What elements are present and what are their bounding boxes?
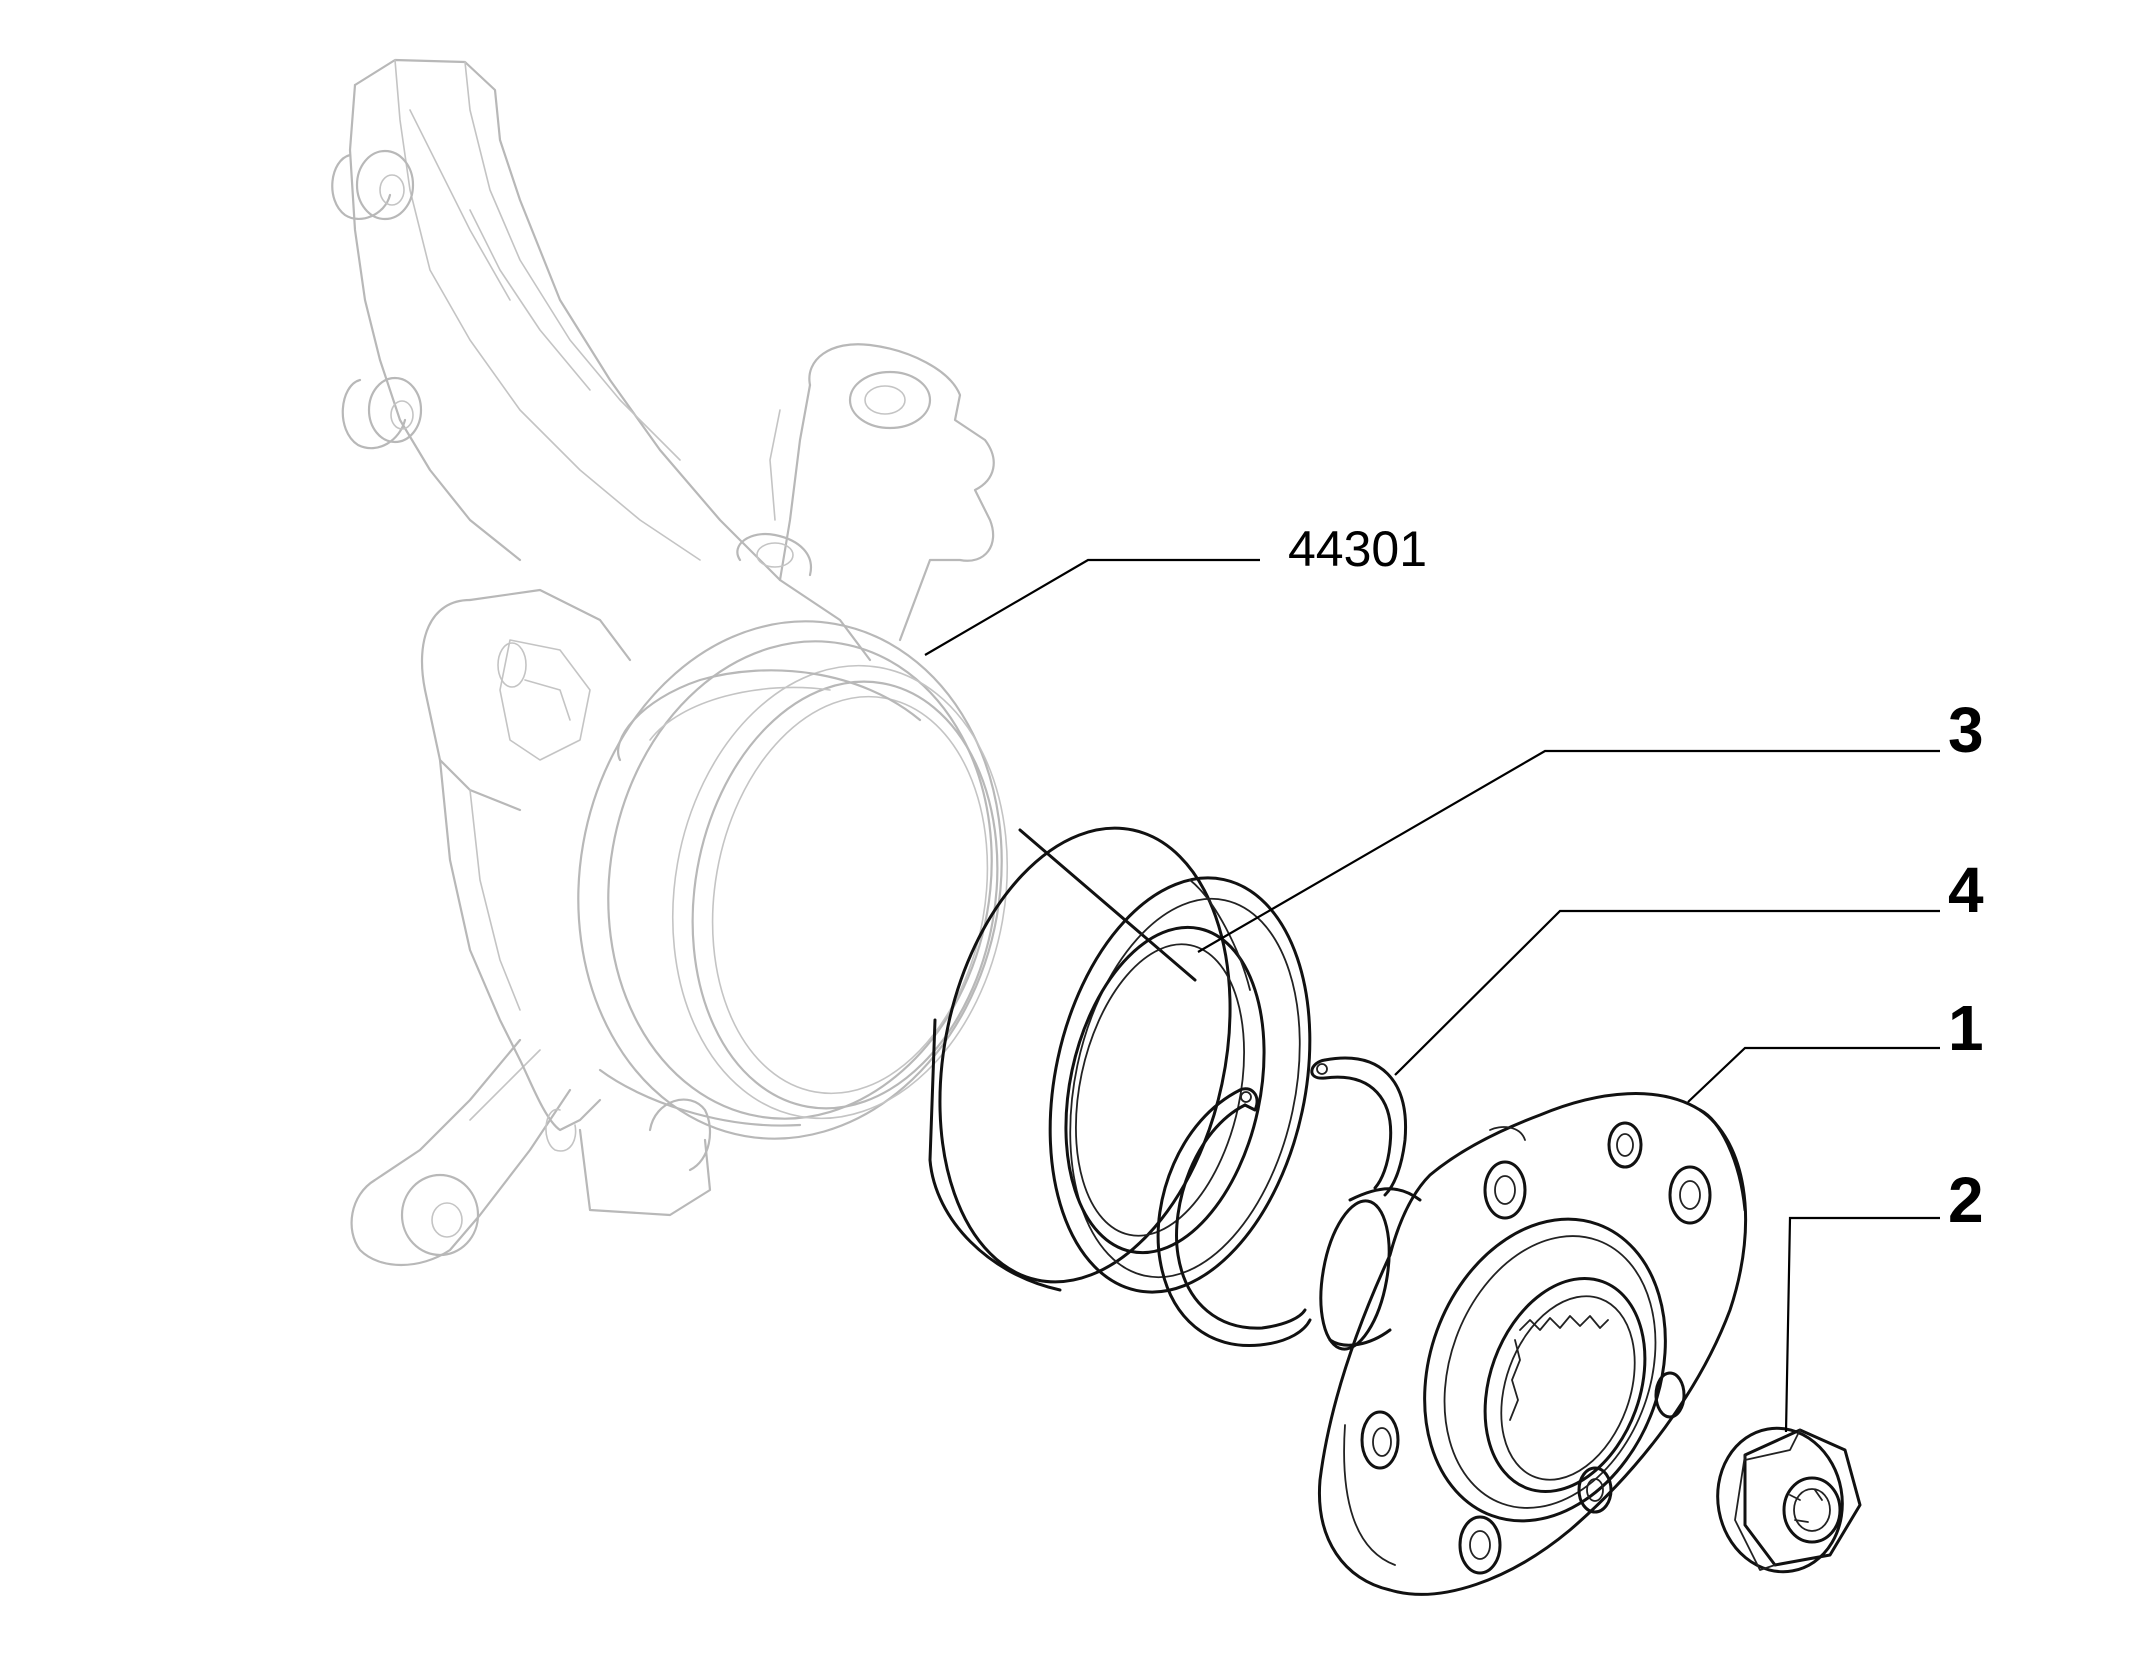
wheel-hub xyxy=(1317,1092,1748,1596)
callout-hub: 1 xyxy=(1948,992,1984,1064)
leader-lines xyxy=(924,558,1940,1433)
callout-bearing: 3 xyxy=(1948,694,1984,766)
leader-snap-ring xyxy=(1394,909,1940,1076)
leader-nut xyxy=(1784,1216,1940,1433)
wheel-bearing xyxy=(928,826,1312,1294)
hub-nut xyxy=(1716,1426,1862,1574)
inner-circlip xyxy=(1156,1087,1312,1348)
steering-knuckle xyxy=(331,58,1009,1266)
callout-nut: 2 xyxy=(1948,1164,1984,1236)
snap-ring xyxy=(1310,1056,1408,1197)
callout-circlip: 4 xyxy=(1948,854,1984,926)
callout-knuckle: 44301 xyxy=(1288,521,1427,577)
leader-bearing xyxy=(1197,749,1940,953)
leader-hub xyxy=(1687,1046,1940,1103)
leader-knuckle xyxy=(924,558,1260,656)
callout-labels: 44301 3 4 1 2 xyxy=(1288,521,1984,1236)
